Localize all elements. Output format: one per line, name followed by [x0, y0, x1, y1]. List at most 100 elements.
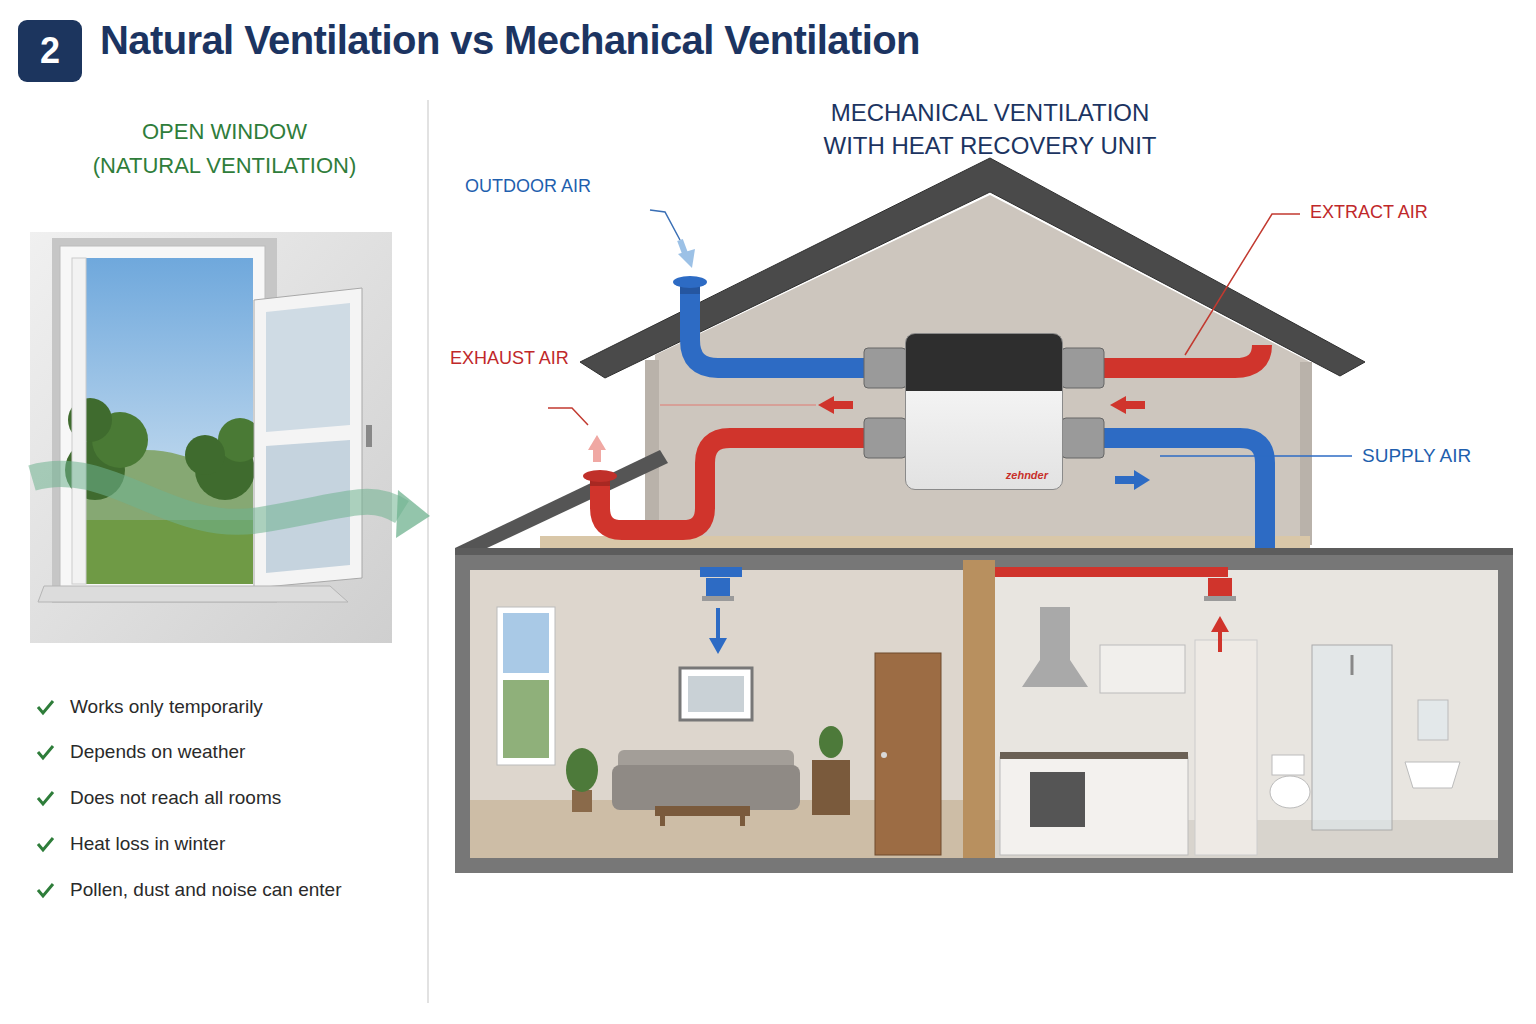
- duct-port: [1062, 418, 1104, 458]
- table-leg: [660, 816, 665, 826]
- picture-frame: [680, 668, 752, 720]
- airflow-arrow: [32, 474, 402, 522]
- shower-head: [1351, 655, 1354, 675]
- exhaust-cap: [583, 470, 617, 482]
- check-mark: [38, 884, 53, 896]
- room-window-pane: [503, 613, 549, 673]
- divider-line: [427, 100, 429, 1003]
- door: [875, 653, 941, 855]
- picture: [688, 676, 744, 712]
- attic-interior: [655, 195, 1310, 545]
- wall-cabinet: [1100, 645, 1185, 693]
- window-handle: [366, 425, 372, 447]
- inner-frame: [72, 258, 86, 584]
- kitchen-counter: [1000, 757, 1188, 855]
- oven: [1030, 772, 1085, 827]
- glass-pane: [266, 303, 350, 432]
- side-table: [812, 760, 850, 815]
- flow-arrowhead: [588, 435, 606, 450]
- wall-background: [30, 232, 392, 643]
- toilet-tank: [1272, 755, 1304, 775]
- flow-arrow: [1115, 476, 1135, 484]
- shower: [1312, 645, 1392, 830]
- bathroom-door: [1195, 640, 1257, 855]
- callout-label: OUTDOOR AIR: [465, 175, 591, 198]
- flow-arrowhead: [1110, 396, 1126, 414]
- extract-valve: [1204, 596, 1236, 601]
- brand-label: zehnder: [1006, 469, 1048, 481]
- window-frame: [60, 246, 265, 596]
- window-sill: [38, 586, 348, 602]
- check-mark: [38, 838, 53, 850]
- flow-arrowhead: [818, 396, 834, 414]
- plant-pot: [572, 790, 592, 812]
- flow-arrowhead: [709, 638, 727, 654]
- callout-label: SUPPLY AIR: [1362, 444, 1471, 468]
- flow-arrow: [1218, 630, 1222, 652]
- countertop: [1000, 752, 1188, 759]
- check-mark: [38, 746, 53, 758]
- door-knob: [881, 752, 887, 758]
- supply-valve: [702, 596, 734, 601]
- open-sash: [254, 288, 362, 588]
- table-leg: [740, 816, 745, 826]
- section-heading: OPEN WINDOW (NATURAL VENTILATION): [87, 115, 362, 183]
- room-window: [497, 607, 555, 765]
- wooden-beam: [963, 560, 995, 858]
- flow-arrowhead: [1211, 616, 1229, 632]
- checklist-item: Depends on weather: [70, 740, 245, 764]
- plant: [819, 726, 843, 758]
- flow-line: [660, 405, 816, 406]
- window-reveal: [52, 238, 277, 603]
- flow-arrowhead: [678, 249, 695, 268]
- exhaust-air-duct: [600, 438, 866, 530]
- leader-line: [1185, 214, 1300, 355]
- cooker-hood: [1022, 607, 1088, 687]
- coffee-table: [655, 806, 750, 816]
- sink: [1405, 762, 1460, 788]
- flow-arrowhead: [1134, 470, 1150, 490]
- intake-cap: [673, 276, 707, 288]
- room-window-pane: [503, 680, 549, 758]
- callout-label: EXTRACT AIR: [1310, 201, 1428, 224]
- kitchen-bathroom: [995, 570, 1498, 858]
- flow-arrow: [1125, 401, 1145, 409]
- checklist-item: Does not reach all rooms: [70, 786, 281, 810]
- number-badge: 2: [18, 20, 82, 82]
- duct-port: [864, 348, 906, 388]
- extract-duct: [995, 567, 1228, 577]
- mirror: [1418, 700, 1448, 740]
- sofa: [612, 765, 800, 810]
- tree: [185, 435, 225, 475]
- house-walls: [455, 555, 1513, 873]
- extract-valve: [1208, 578, 1232, 596]
- supply-duct: [700, 567, 742, 577]
- flow-arrow: [833, 401, 853, 409]
- living-room: [470, 570, 963, 858]
- leader-line: [1160, 455, 1352, 457]
- check-mark: [38, 701, 53, 713]
- plant: [566, 748, 598, 792]
- callout-label: EXHAUST AIR: [450, 347, 569, 370]
- supply-valve: [706, 578, 730, 596]
- checklist-item: Works only temporarily: [70, 695, 263, 719]
- duct-port: [1062, 348, 1104, 388]
- checklist-item: Heat loss in winter: [70, 832, 225, 856]
- checklist-item: Pollen, dust and noise can enter: [70, 878, 341, 902]
- outdoor-air-duct: [690, 292, 866, 368]
- attic-wall: [1300, 362, 1312, 545]
- airflow-arrowhead: [396, 490, 430, 538]
- section-heading: MECHANICAL VENTILATION WITH HEAT RECOVER…: [805, 96, 1175, 162]
- flow-arrow: [716, 608, 720, 640]
- heat-recovery-unit: zehnder: [905, 333, 1063, 490]
- check-mark: [38, 792, 53, 804]
- page-title: Natural Ventilation vs Mechanical Ventil…: [100, 18, 920, 63]
- toilet: [1270, 776, 1310, 808]
- duct-port: [864, 418, 906, 458]
- flow-arrow: [593, 448, 601, 462]
- number-label: 2: [40, 30, 60, 72]
- supply-air-duct: [1102, 438, 1265, 548]
- extract-air-duct: [1102, 345, 1262, 368]
- leader-line: [650, 210, 680, 240]
